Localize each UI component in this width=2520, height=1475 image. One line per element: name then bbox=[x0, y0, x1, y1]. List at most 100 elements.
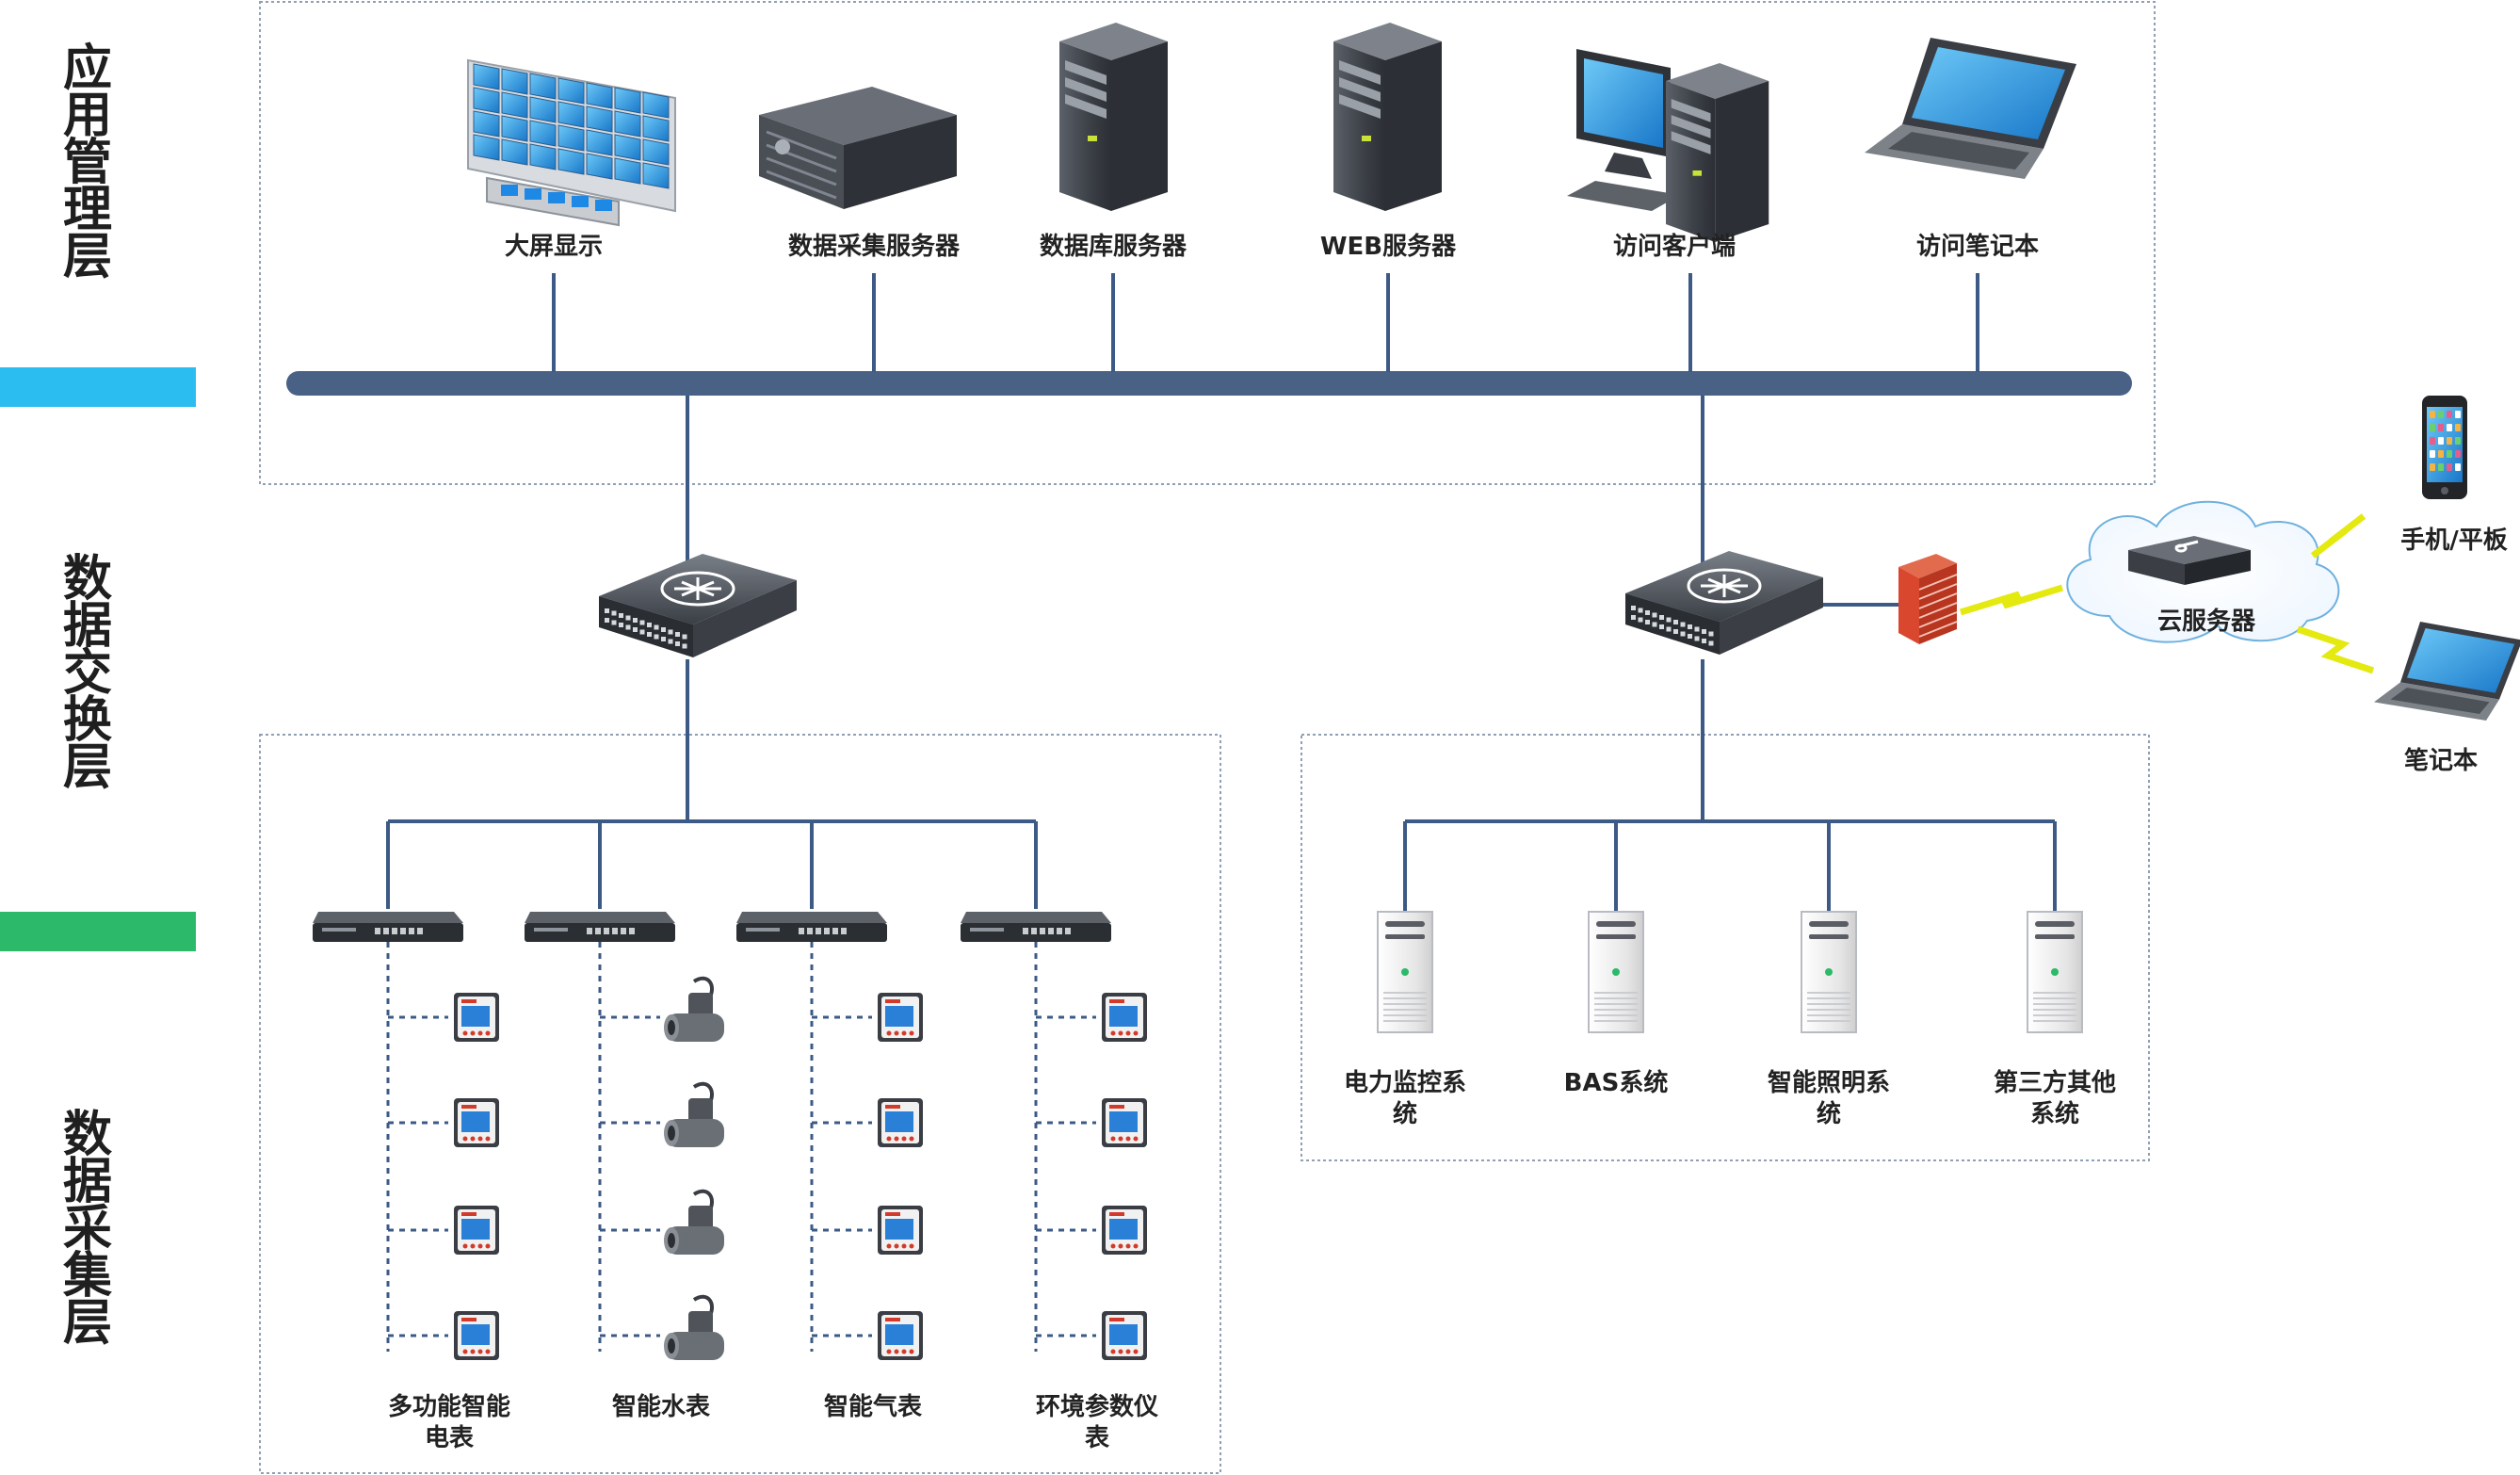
meter-key bbox=[1110, 1030, 1116, 1036]
switch-side bbox=[693, 580, 797, 657]
server-slot bbox=[1596, 921, 1636, 927]
firewall-top bbox=[1898, 554, 1957, 578]
water-meter-bore bbox=[668, 1126, 675, 1141]
meter-logo bbox=[885, 1318, 900, 1321]
video-wall-icon bbox=[467, 58, 676, 227]
meter-key bbox=[901, 1243, 907, 1249]
switch-arrows bbox=[1701, 575, 1748, 597]
video-wall-panel bbox=[529, 96, 557, 123]
switch-port bbox=[1688, 634, 1692, 639]
water-meter-icon bbox=[664, 1294, 724, 1360]
phone-app bbox=[2455, 437, 2461, 445]
laptop-keyboard bbox=[1888, 132, 2029, 170]
layer-title-exchange: 数据交换层 bbox=[62, 551, 112, 796]
meter-key bbox=[470, 1030, 476, 1036]
gas-meter-icon bbox=[878, 1311, 923, 1360]
water-meter-bore bbox=[668, 1338, 675, 1353]
environment-meter-icon bbox=[1102, 1311, 1147, 1360]
label-meter-group-0: 多功能智能电表 bbox=[387, 1393, 510, 1452]
core-switch-left-icon bbox=[599, 554, 797, 657]
switch-port bbox=[1659, 615, 1664, 620]
meter-key bbox=[485, 1349, 491, 1354]
switch-port bbox=[633, 627, 638, 632]
gateway-port bbox=[612, 928, 618, 934]
laptop-keyboard bbox=[2390, 688, 2490, 714]
phone-app bbox=[2438, 437, 2444, 445]
phone-app bbox=[2430, 424, 2435, 431]
gateway-port bbox=[1023, 928, 1028, 934]
switch-port bbox=[619, 623, 623, 627]
firewall-brick bbox=[1918, 574, 1958, 591]
video-wall-panel bbox=[586, 82, 613, 109]
switch-port bbox=[1631, 615, 1636, 620]
meter-key bbox=[886, 1030, 892, 1036]
tower-led bbox=[1362, 136, 1371, 141]
rack-slot bbox=[766, 170, 837, 200]
meter-key bbox=[894, 1349, 899, 1354]
cloud-server-icon bbox=[2128, 536, 2251, 585]
meter-key bbox=[894, 1030, 899, 1036]
water-meter-head bbox=[688, 993, 713, 1017]
meter-key bbox=[1133, 1030, 1139, 1036]
label-client-laptop: 访问笔记本 bbox=[1915, 233, 2039, 261]
switch-port bbox=[1673, 620, 1678, 624]
meter-key bbox=[462, 1030, 468, 1036]
video-wall-panel bbox=[529, 73, 557, 100]
label-meter-group-1: 智能水表 bbox=[611, 1393, 710, 1421]
laptop-icon bbox=[1865, 38, 2076, 179]
cloud-server-key bbox=[2174, 540, 2199, 553]
water-meter-bore bbox=[668, 1233, 675, 1248]
drive-bay bbox=[1339, 94, 1381, 119]
switch-port bbox=[1694, 636, 1700, 641]
switch-port bbox=[668, 639, 673, 644]
meter-logo bbox=[885, 999, 900, 1003]
system-server-icon bbox=[1588, 911, 1644, 1033]
phone-app bbox=[2447, 411, 2452, 418]
label-client-pc: 访问客户端 bbox=[1612, 233, 1736, 261]
cloud-server-top bbox=[2128, 536, 2251, 564]
switch-port bbox=[605, 618, 609, 623]
meter-logo bbox=[885, 1105, 900, 1109]
tower-led bbox=[1088, 136, 1097, 141]
meter-key bbox=[485, 1243, 491, 1249]
video-wall-panel bbox=[614, 87, 641, 114]
label-db-server: 数据库服务器 bbox=[1039, 233, 1187, 261]
switch-port bbox=[682, 643, 687, 649]
meter-lcd bbox=[1109, 1219, 1138, 1240]
gateway-port bbox=[841, 928, 847, 934]
system-server-icon bbox=[2027, 911, 2083, 1033]
meter-key bbox=[462, 1136, 468, 1142]
firewall-brick bbox=[1918, 602, 1958, 619]
phone-app bbox=[2447, 437, 2452, 445]
water-meter-body bbox=[666, 1119, 724, 1147]
phone-app bbox=[2447, 424, 2452, 431]
switch-port bbox=[682, 634, 687, 640]
meter-key bbox=[470, 1136, 476, 1142]
gas-meter-icon bbox=[878, 1098, 923, 1147]
meter-key bbox=[462, 1243, 468, 1249]
systems-layer-box bbox=[1300, 734, 2150, 1161]
monitor-screen bbox=[1584, 58, 1663, 148]
gateway-port bbox=[816, 928, 821, 934]
meter-key bbox=[901, 1136, 907, 1142]
firewall-brick bbox=[1918, 621, 1958, 638]
meter-lcd bbox=[1109, 1006, 1138, 1027]
switch-port bbox=[1680, 622, 1686, 627]
video-wall-panel bbox=[614, 157, 641, 185]
video-wall-panel bbox=[586, 153, 613, 180]
video-wall-panel bbox=[557, 101, 585, 128]
gateway-icon bbox=[525, 912, 675, 942]
water-meter-icon bbox=[664, 1081, 724, 1147]
gateway-port bbox=[629, 928, 635, 934]
video-wall-panel bbox=[614, 134, 641, 161]
server-led bbox=[1825, 968, 1833, 976]
meter-lcd bbox=[461, 1219, 490, 1240]
video-wall-panel bbox=[642, 162, 670, 189]
multi-function-meter-icon bbox=[454, 993, 499, 1042]
phone-app bbox=[2438, 424, 2444, 431]
gateway-port bbox=[832, 928, 838, 934]
meter-key bbox=[894, 1136, 899, 1142]
meter-key bbox=[485, 1030, 491, 1036]
phone-app bbox=[2430, 411, 2435, 418]
drive-bay bbox=[1671, 99, 1711, 122]
